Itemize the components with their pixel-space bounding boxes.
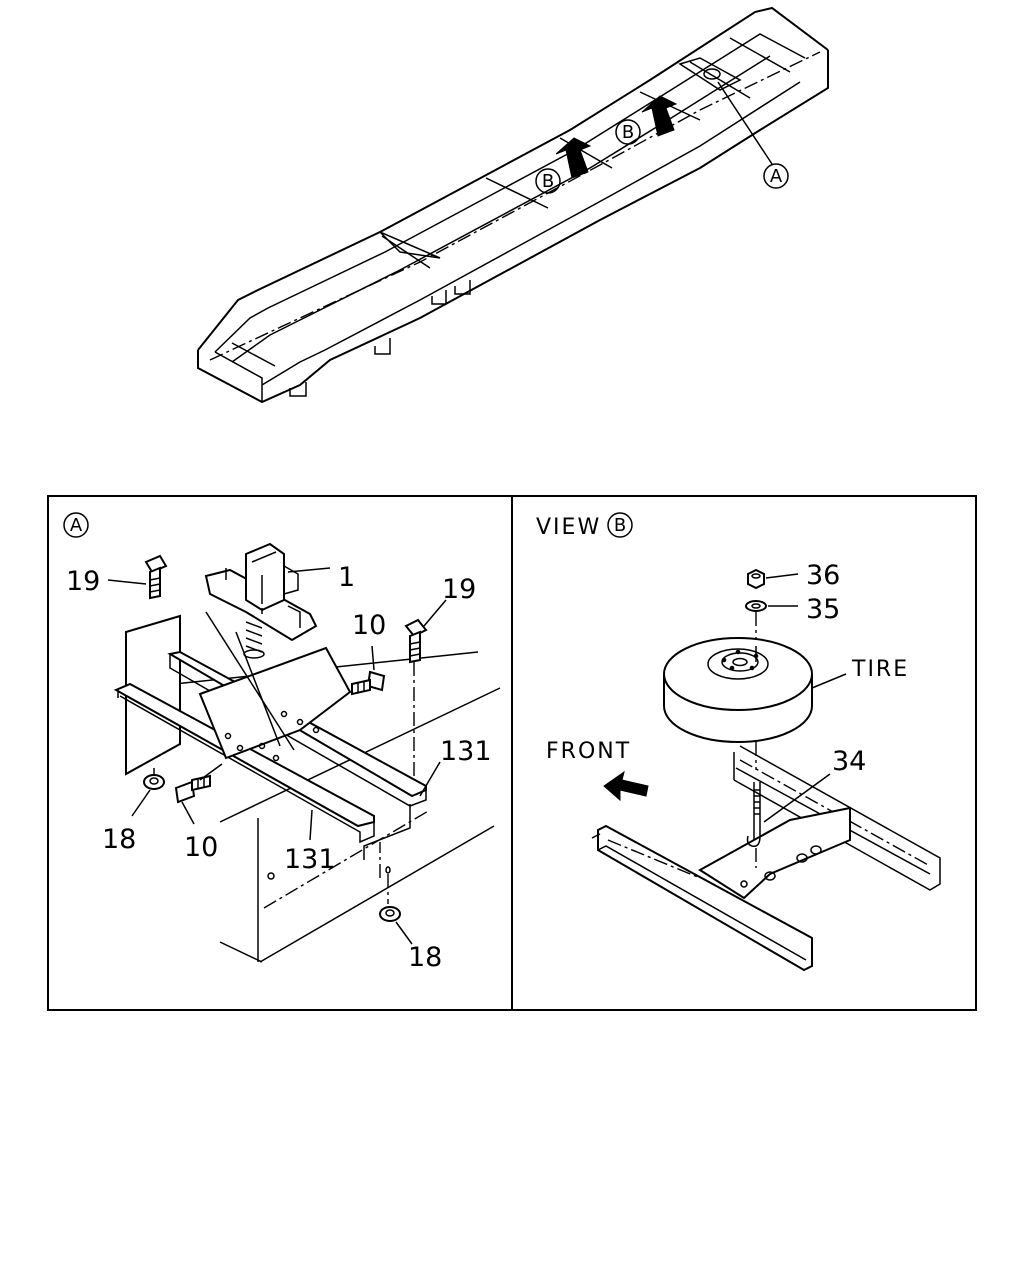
svg-text:A: A <box>770 166 783 187</box>
callout-131-right: 131 <box>440 736 492 767</box>
callout-10-bottom: 10 <box>184 832 218 863</box>
callout-18-left: 18 <box>102 824 136 855</box>
marker-b1-overview: B <box>535 168 561 194</box>
callout-1: 1 <box>338 562 355 593</box>
callout-36: 36 <box>806 560 840 591</box>
marker-b2-overview: B <box>615 119 641 145</box>
svg-text:B: B <box>542 171 554 192</box>
svg-text:B: B <box>622 122 634 143</box>
callout-35: 35 <box>806 594 840 625</box>
callout-tire: TIRE <box>851 657 909 682</box>
chassis-frame-overview <box>197 6 829 404</box>
callout-19-left: 19 <box>66 566 100 597</box>
callout-10-top: 10 <box>352 610 386 641</box>
panel-b: VIEW B <box>536 512 941 972</box>
bolt-19-left-icon <box>144 554 168 600</box>
hook-bolt-34-icon <box>746 782 761 848</box>
callout-18-right: 18 <box>408 942 442 973</box>
nut-18-left-icon <box>143 774 165 790</box>
svg-text:A: A <box>70 515 83 536</box>
panel-a: A <box>63 512 501 973</box>
bolt-10-top-icon <box>351 670 386 696</box>
callout-front: FRONT <box>546 739 631 764</box>
bolt-19-right-icon <box>404 618 428 664</box>
front-arrow-icon <box>603 770 649 802</box>
svg-text:B: B <box>614 515 626 536</box>
arrow-b2-icon <box>641 95 678 137</box>
callout-19-right: 19 <box>442 574 476 605</box>
spare-tire <box>663 637 813 743</box>
nut-18-right-icon <box>379 906 401 922</box>
washer-35-icon <box>745 600 767 612</box>
marker-a-overview: A <box>763 163 789 189</box>
callout-34: 34 <box>832 746 866 777</box>
view-label: VIEW <box>536 515 601 540</box>
callout-131-bottom: 131 <box>284 844 336 875</box>
nut-36-icon <box>747 568 765 590</box>
arrow-b1-icon <box>555 137 592 179</box>
bolt-10-bottom-icon <box>174 774 211 804</box>
